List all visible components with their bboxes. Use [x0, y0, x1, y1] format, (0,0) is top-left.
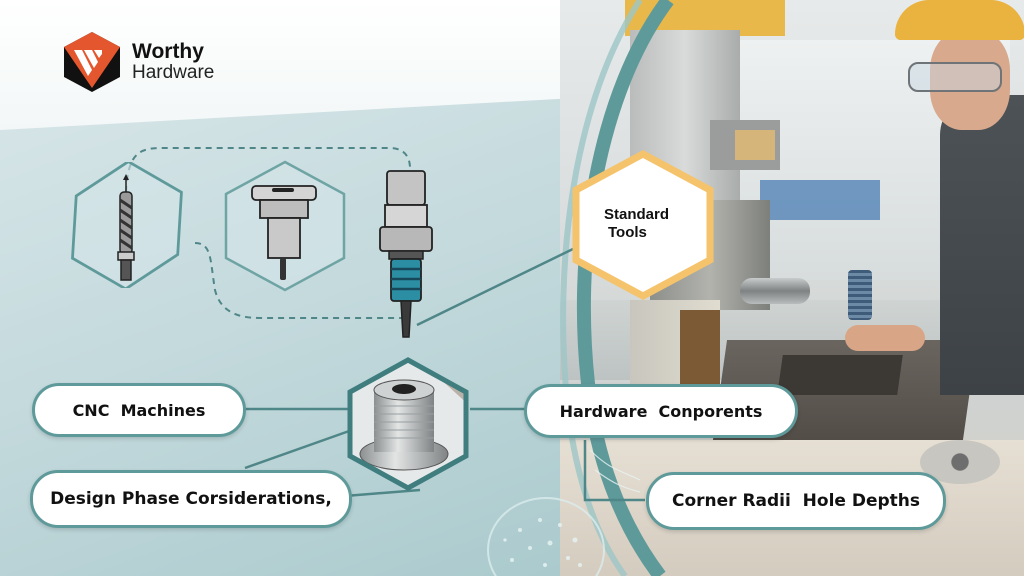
node-corner-radii-hole-depths[interactable]: Corner Radii Hole Depths — [646, 472, 946, 530]
spindle-tool-graphic[interactable] — [375, 165, 445, 345]
node-hardware-components[interactable]: Hardware Conporents — [524, 384, 798, 438]
brand-logo[interactable]: Worthy Hardware — [62, 30, 214, 94]
node-label: Hardware Conporents — [559, 401, 763, 421]
standard-tools-hexagon[interactable] — [572, 150, 714, 300]
brand-subname: Hardware — [132, 62, 215, 84]
node-cnc-machines[interactable]: CNC Machines — [32, 383, 246, 437]
collet-holder-hexagon[interactable] — [220, 160, 350, 292]
node-label: Design Phase Corsiderations, — [50, 489, 332, 509]
node-label: Corner Radii Hole Depths — [671, 491, 921, 511]
node-design-phase[interactable]: Design Phase Corsiderations, — [30, 470, 352, 528]
node-label: CNC Machines — [72, 400, 206, 420]
standard-tools-label: Standard Tools — [604, 206, 670, 241]
drill-bit-hexagon[interactable] — [62, 162, 192, 288]
drill-bit-icon — [117, 174, 135, 281]
hub-hexagon[interactable] — [346, 356, 470, 492]
collet-holder-icon — [251, 185, 317, 280]
brand-name: Worthy — [132, 40, 204, 63]
worthy-logo-icon — [64, 32, 120, 92]
spindle-tool-icon — [379, 170, 433, 338]
spindle-cartridge-icon — [350, 360, 466, 488]
